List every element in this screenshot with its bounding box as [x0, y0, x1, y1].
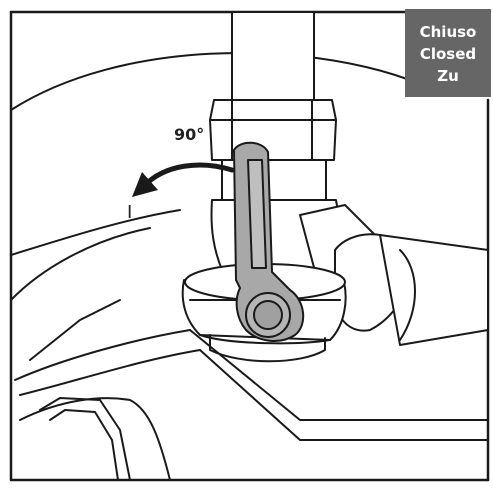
status-label-en: Closed — [419, 45, 477, 63]
front-panel — [39, 397, 131, 481]
housing-rim — [14, 329, 191, 381]
position-marker-label: I — [127, 202, 133, 223]
status-label-de: Zu — [437, 67, 459, 85]
valve-handle — [233, 141, 305, 342]
front-panel-inner — [49, 409, 119, 481]
frame — [9, 10, 490, 482]
vertical-pipe — [231, 11, 315, 103]
housing-inner-curve — [10, 227, 151, 301]
upper-nut — [209, 99, 337, 161]
housing-body — [10, 209, 181, 256]
rotation-angle-label: 90° — [174, 125, 205, 144]
housing-front — [29, 299, 121, 361]
side-pipe-ext — [379, 234, 489, 346]
housing-step — [189, 329, 489, 421]
housing-top-curve — [10, 51, 411, 111]
status-label-box: Chiuso Closed Zu — [405, 9, 491, 97]
housing-lower-front — [19, 397, 171, 481]
housing-step-lower — [199, 349, 489, 441]
rotate-arrow-icon — [142, 162, 235, 188]
housing-rim-lower — [19, 349, 201, 396]
status-label-it: Chiuso — [419, 23, 477, 41]
